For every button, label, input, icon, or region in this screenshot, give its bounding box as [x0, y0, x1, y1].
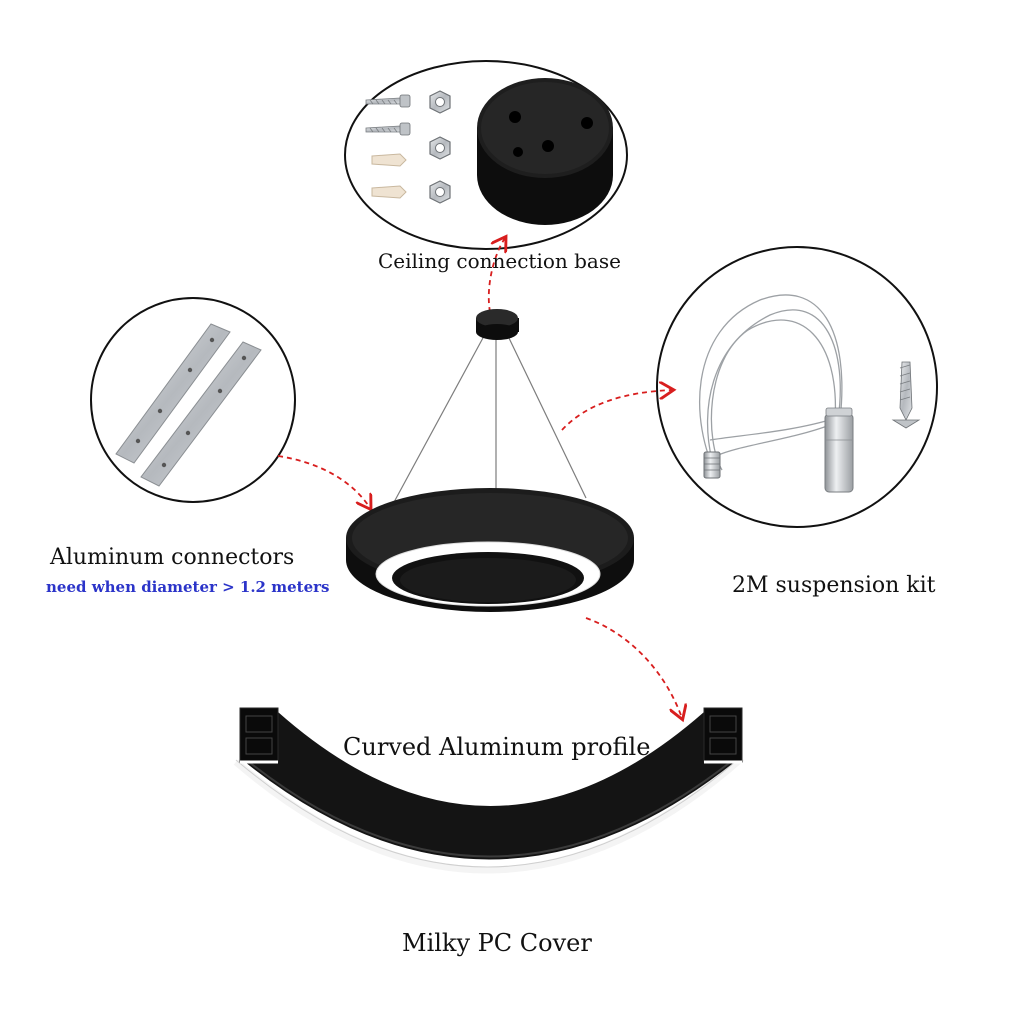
- profile-end-right: [703, 707, 743, 764]
- connector-bar-icon: [115, 323, 231, 464]
- curved-profile: [233, 707, 745, 874]
- screw-icon: [365, 122, 411, 136]
- canopy-icon: [477, 78, 613, 225]
- curved-profile-label: Curved Aluminum profile: [343, 733, 651, 761]
- arrow-to-suspension-kit: [561, 390, 672, 431]
- aluminum-connectors-callout: [90, 297, 296, 503]
- steel-cable-icon: [698, 294, 843, 479]
- wall-plug-icon: [371, 185, 407, 199]
- ceiling-base-label: Ceiling connection base: [378, 249, 621, 273]
- suspension-kit-callout: [656, 246, 938, 528]
- callout-circle: [656, 246, 938, 528]
- pc-cover-label: Milky PC Cover: [402, 929, 592, 957]
- hex-nut-icon: [429, 90, 451, 114]
- suspension-kit-label: 2M suspension kit: [732, 573, 936, 598]
- connectors-note: need when diameter > 1.2 meters: [46, 578, 330, 596]
- aluminum-connectors-label: Aluminum connectors: [50, 545, 295, 570]
- connector-bar-icon: [140, 341, 262, 487]
- arrow-to-connectors: [277, 455, 370, 508]
- profile-body: [240, 712, 742, 860]
- screw-icon: [365, 94, 411, 108]
- profile-end-left: [239, 707, 279, 764]
- pendant-fixture: [346, 309, 634, 612]
- ceiling-base-callout: [344, 60, 628, 250]
- canopy-small-icon: [476, 309, 519, 340]
- milky-pc-cover: [233, 755, 745, 874]
- hex-nut-icon: [429, 136, 451, 160]
- screw-icon: [891, 361, 921, 429]
- cable-gripper-icon: [824, 407, 854, 493]
- arrow-to-profile: [585, 617, 682, 718]
- cable-end-icon: [703, 451, 721, 479]
- ring-luminaire: [346, 488, 634, 612]
- arrow-to-ceiling-base: [487, 238, 505, 313]
- callout-circle: [90, 297, 296, 503]
- wall-plug-icon: [371, 153, 407, 167]
- hex-nut-icon: [429, 180, 451, 204]
